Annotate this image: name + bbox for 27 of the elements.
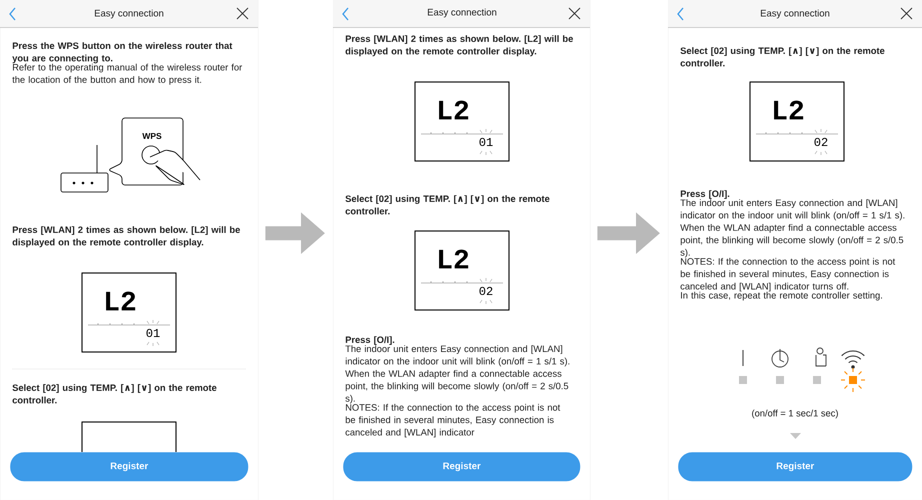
lcd-display: L2 01 bbox=[82, 272, 176, 352]
lcd-display: L2 02 bbox=[750, 82, 844, 162]
screen-title: Easy connection bbox=[760, 10, 830, 18]
instruction-heading: Press [O/I]. bbox=[680, 190, 730, 199]
instruction-text: The indoor unit enters Easy connection and [WLAN] indicator on the indoor unit will blink (on/off = 1 s/1 s). When the WLAN adapter find a connectable access point, the blinking will become slowly (on/off = 2 s/0.5 s). bbox=[680, 199, 904, 258]
register-button: Register bbox=[343, 452, 580, 482]
instruction-heading: Press [WLAN] 2 times as shown below. [L2] will be displayed on the remote controller display. bbox=[12, 226, 240, 248]
instruction-text: NOTES: If the connection to the access point is not be finished in several minutes, Easy connection is canceled and [WLAN] indicator turns off. bbox=[680, 258, 896, 292]
blink-rate-text: (on/off = 1 sec/1 sec) bbox=[752, 410, 838, 418]
screen-title: Easy connection bbox=[94, 10, 164, 18]
instruction-heading: Press the WPS button on the wireless router that you are connecting to. bbox=[12, 42, 232, 64]
register-button: Register bbox=[10, 452, 248, 482]
register-button: Register bbox=[678, 452, 912, 482]
lcd-display: L2 02 bbox=[414, 230, 510, 310]
wps-router-drawing: WPS bbox=[60, 118, 200, 192]
instruction-text: The indoor unit enters Easy connection and [WLAN] indicator on the indoor unit will blink (on/off = 1 s/1 s). When the WLAN adapter find a connectable access point, the blinking will become slowly (on/off = 2 s/0.5 s). bbox=[345, 345, 570, 404]
instruction-heading: Select [02] using TEMP. [∧] [∨] on the remote controller. bbox=[12, 384, 216, 404]
instruction-text: Refer to the operating manual of the wireless router for the location of the button and how to press it. bbox=[12, 64, 242, 85]
instruction-heading: Press [WLAN] 2 times as shown below. [L2] will be displayed on the remote controller display. bbox=[346, 35, 573, 56]
instruction-heading: Press [O/I]. bbox=[346, 336, 394, 345]
lcd-display bbox=[82, 422, 176, 452]
lcd-display: L2 01 bbox=[414, 82, 510, 162]
instruction-heading: Select [02] using TEMP. [∧] [∨] on the remote controller. bbox=[345, 195, 550, 214]
screen-title: Easy connection bbox=[428, 8, 496, 18]
instruction-text: In this case, repeat the remote controller setting. bbox=[681, 292, 882, 300]
instruction-heading: Select [02] using TEMP. [∧] [∨] on the remote controller. bbox=[680, 47, 884, 66]
instruction-text: NOTES: If the connection to the access point is not be finished in several minutes, Easy connection is canceled and [WLAN] indicator bbox=[346, 404, 560, 438]
